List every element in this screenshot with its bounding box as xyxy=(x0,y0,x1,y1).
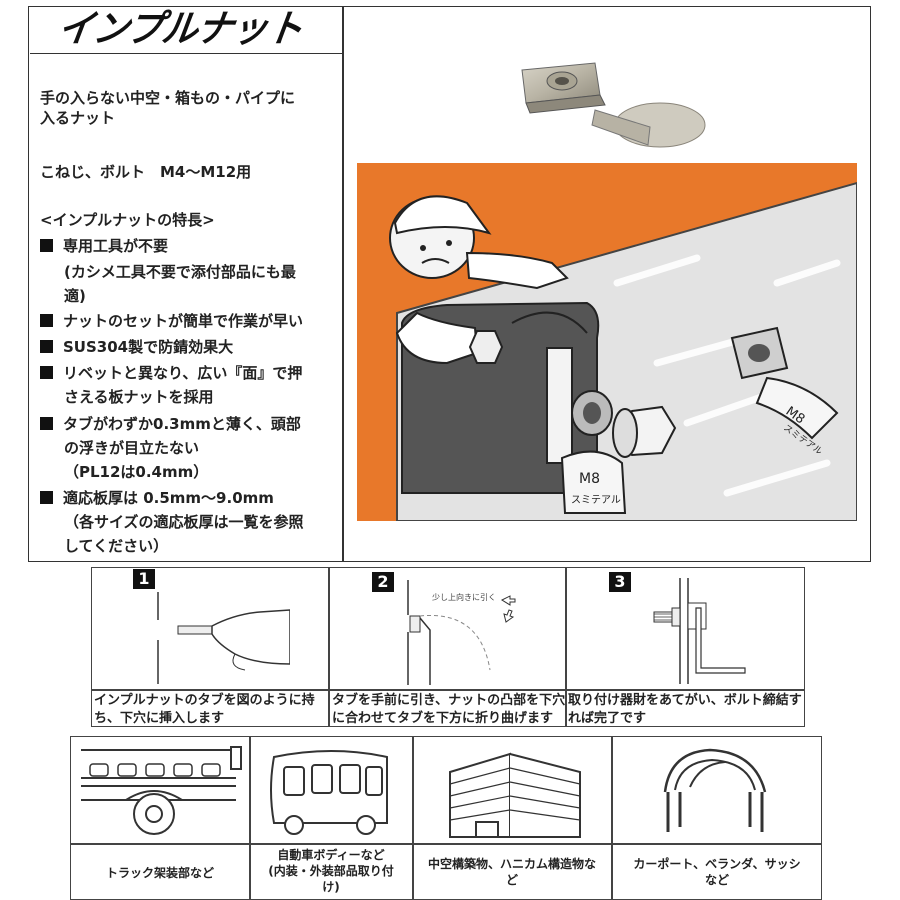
step-1-illustration xyxy=(157,592,290,684)
desc-line-1a: 手の入らない中空・箱もの・パイプに xyxy=(40,89,296,107)
feature-6: 適応板厚は 0.5mm〜9.0mm xyxy=(40,486,274,510)
column-divider xyxy=(342,6,344,562)
bullet-icon xyxy=(40,340,53,353)
step-divider-2 xyxy=(565,567,567,727)
app-caption-carport-2: など xyxy=(704,873,729,887)
truck-icon xyxy=(81,746,242,835)
building-icon xyxy=(449,752,581,838)
app-divider-3 xyxy=(611,736,613,900)
bullet-icon xyxy=(40,366,53,379)
feature-1-line-3: 適) xyxy=(64,287,86,305)
app-caption-carport-1: カーポート、ベランダ、サッシ xyxy=(633,857,801,871)
feature-6-line-3: してください） xyxy=(64,537,169,555)
step-1-text-1: インプルナットのタブを図のように持 xyxy=(94,693,315,708)
step-3-text-2: れば完了です xyxy=(568,711,647,726)
bullet-icon xyxy=(40,314,53,327)
app-divider-2 xyxy=(412,736,414,900)
feature-3: SUS304製で防錆効果大 xyxy=(40,335,233,359)
feature-1-line-2: (カシメ工具不要で添付部品にも最 xyxy=(64,263,296,281)
bullet-icon xyxy=(40,239,53,252)
step-2-number: 2 xyxy=(372,572,394,592)
product-photo xyxy=(521,62,706,148)
app-caption-bus-2: (内装・外装部品取り付 xyxy=(268,864,394,878)
app-divider-1 xyxy=(249,736,251,900)
step-2-text-1: タブを手前に引き、ナットの凸部を下穴 xyxy=(332,693,566,708)
step-divider-1 xyxy=(328,567,330,727)
feature-1: 専用工具が不要 xyxy=(40,234,168,258)
app-caption-building-2: ど xyxy=(505,873,518,887)
step-3-number: 3 xyxy=(609,572,631,592)
feature-4-line-2: さえる板ナットを採用 xyxy=(64,388,214,406)
step-1-text-2: ち、下穴に挿入します xyxy=(94,711,225,726)
carport-icon xyxy=(663,748,767,832)
steps-caption-divider xyxy=(91,689,805,691)
step-3-illustration xyxy=(653,578,746,684)
feature-5: タブがわずか0.3mmと薄く、頭部 xyxy=(40,412,301,436)
feature-6-line-2: （各サイズの適応板厚は一覧を参照 xyxy=(64,513,304,531)
nut-stamp-1: スミテアル xyxy=(571,495,621,506)
step-1-number: 1 xyxy=(133,569,155,589)
feature-5-line-2: の浮きが目立たない xyxy=(64,439,200,457)
app-caption-building-1: 中空構築物、ハニカム構造物な xyxy=(427,857,596,871)
step-2-illustration: 少し上向きに引く xyxy=(407,580,516,685)
features-heading: <インプルナットの特長> xyxy=(40,211,215,229)
installation-illustration: M8 スミテアル M8 スミテアル xyxy=(357,163,857,521)
desc-line-2: こねじ、ボルト M4〜M12用 xyxy=(40,163,252,181)
app-caption-bus-1: 自動車ボディーなど xyxy=(277,848,385,862)
desc-line-1b: 入るナット xyxy=(40,109,116,127)
brand-box xyxy=(30,8,342,54)
step-3-text-1: 取り付け器財をあてがい、ボルト締結す xyxy=(568,693,802,708)
app-caption-truck: トラック架装部など xyxy=(105,866,214,880)
steps-panel xyxy=(91,567,805,727)
bullet-icon xyxy=(40,417,53,430)
app-caption-bus-3: け) xyxy=(322,880,340,894)
brand-logo: インプルナット xyxy=(55,7,306,51)
feature-2: ナットのセットが簡単で作業が早い xyxy=(40,309,303,333)
feature-4: リベットと異なり、広い『面』で押 xyxy=(40,361,302,385)
feature-5-line-3: （PL12は0.4mm） xyxy=(64,463,209,481)
bullet-icon xyxy=(40,491,53,504)
bus-icon xyxy=(270,750,388,835)
step-2-text-2: に合わせてタブを下方に折り曲げます xyxy=(332,711,554,726)
top-panel xyxy=(28,6,871,562)
step-2-annotation: 少し上向きに引く xyxy=(432,592,496,602)
nut-label-1: M8 xyxy=(579,471,600,487)
app-caption-divider xyxy=(70,843,822,845)
